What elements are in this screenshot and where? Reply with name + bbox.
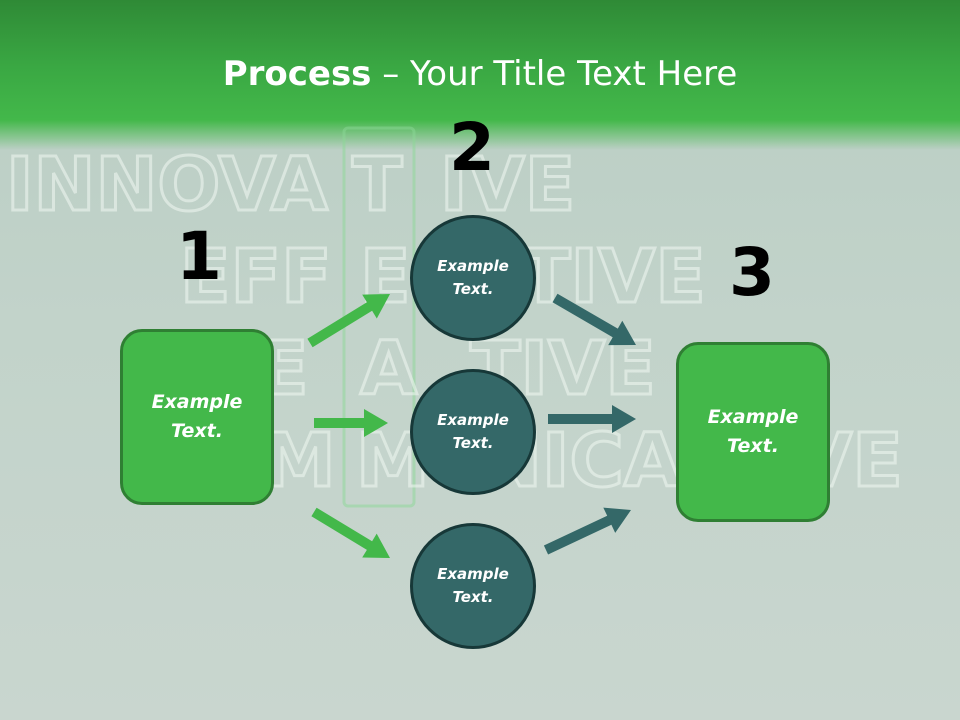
- step-2-circle-1[interactable]: Example Text.: [410, 215, 536, 341]
- arrow-right-icon: [552, 293, 636, 346]
- step-1-box[interactable]: Example Text.: [120, 329, 274, 505]
- step-3-box[interactable]: Example Text.: [676, 342, 830, 522]
- chalk-word: INNOVA: [6, 142, 328, 228]
- chalk-word: EFF: [180, 234, 332, 320]
- step-number-1: 1: [176, 218, 222, 295]
- chalk-word: A: [360, 326, 417, 412]
- header-band: [0, 0, 960, 150]
- step-3-label: Example Text.: [707, 406, 799, 457]
- step-2-circle-2-label: Example Text.: [437, 411, 509, 452]
- step-2-circle-1-label: Example Text.: [437, 257, 509, 298]
- arrow-right-icon: [314, 409, 388, 437]
- chalk-word: T: [352, 142, 403, 228]
- step-2-circle-3-label: Example Text.: [437, 565, 509, 606]
- slide-title: Process – Your Title Text Here: [0, 52, 960, 96]
- step-number-3: 3: [729, 234, 775, 311]
- title-rest: – Your Title Text Here: [371, 54, 738, 94]
- chalk-word: TIVE: [520, 234, 706, 320]
- step-2-circle-2[interactable]: Example Text.: [410, 369, 536, 495]
- title-bold: Process: [222, 54, 372, 94]
- step-number-2: 2: [449, 109, 495, 186]
- arrow-right-icon: [307, 294, 390, 348]
- arrow-right-icon: [548, 405, 636, 433]
- step-2-circle-3[interactable]: Example Text.: [410, 523, 536, 649]
- step-1-label: Example Text.: [151, 391, 243, 442]
- arrow-right-icon: [543, 507, 631, 555]
- arrow-right-icon: [311, 507, 390, 558]
- chalk-word: IVE: [440, 142, 575, 228]
